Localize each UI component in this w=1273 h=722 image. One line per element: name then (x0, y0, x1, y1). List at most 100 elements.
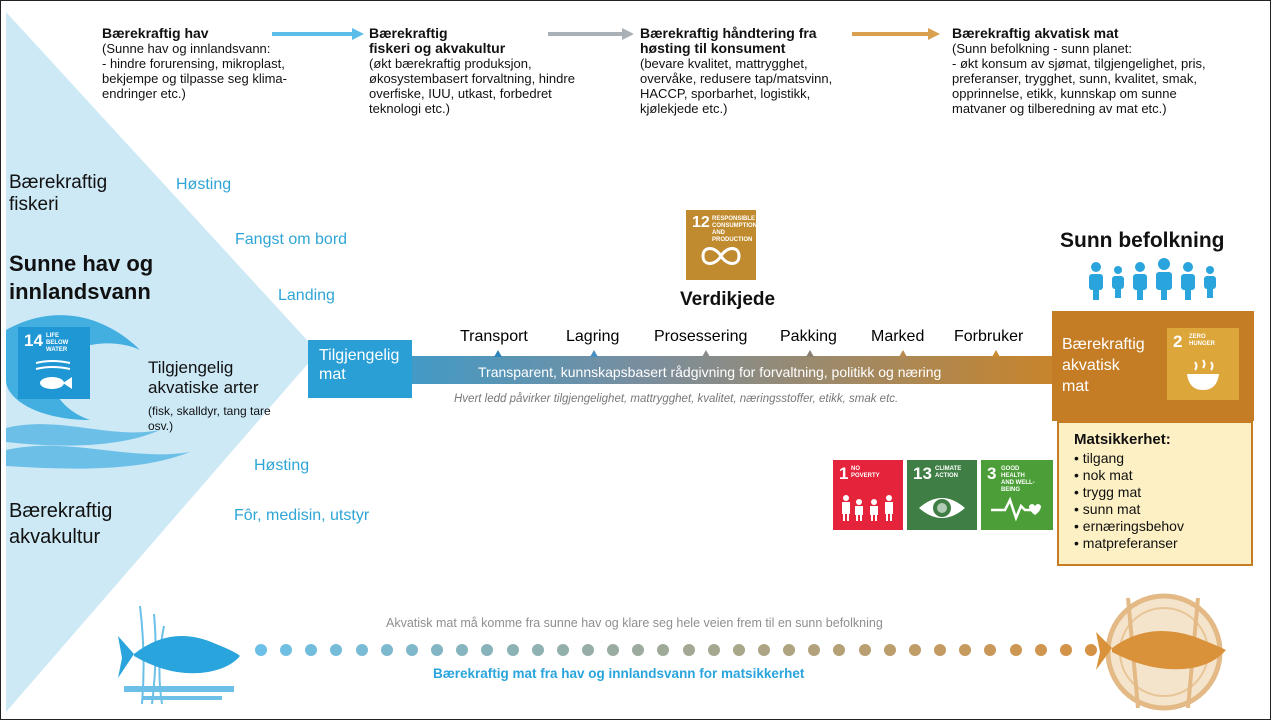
label-line: osv.) (148, 419, 174, 433)
header-block-hav: Bærekraftig hav (Sunne hav og innlandsva… (102, 25, 342, 102)
tilgjengelig-mat-label: Tilgjengelig mat (319, 346, 399, 384)
header-title: fiskeri og akvakultur (369, 40, 506, 56)
family-icon (842, 495, 893, 521)
header-line: overvåke, redusere tap/matsvinn, (640, 71, 833, 86)
label-line: Tilgjengelig (319, 347, 400, 364)
food-bowl-icon (1187, 359, 1219, 390)
matsikkerhet-title: Matsikkerhet: (1074, 431, 1171, 448)
header-line: kjølekjede etc.) (640, 101, 728, 116)
sdg-number: 14 (24, 331, 43, 350)
sdg-number: 12 (692, 214, 710, 231)
label-line: akvatisk (1062, 357, 1120, 374)
sdg-text: Responsibleconsumptionand production (712, 216, 757, 243)
label-line: Bærekraftig (1062, 336, 1145, 353)
value-chain-bar (308, 340, 1056, 398)
fish-icon (35, 360, 72, 389)
header-block-fiskeri: Bærekraftig fiskeri og akvakultur (økt b… (369, 26, 629, 117)
header-line: økosystembasert forvaltning, hindre (369, 71, 575, 86)
label-hosting-bottom: Høsting (254, 457, 310, 474)
header-line: endringer etc.) (102, 86, 186, 101)
header-line: - økt konsum av sjømat, tilgjengelighet,… (952, 56, 1206, 71)
right-fish-plate-icon (1096, 593, 1226, 711)
sdg-text: Zerohunger (1189, 334, 1216, 347)
label-line: Tilgjengelig (148, 358, 234, 377)
list-item: • nok mat (1074, 467, 1133, 483)
sdg-3-badge: 3 Good healthand well-being (981, 460, 1053, 530)
infinity-icon (701, 247, 741, 265)
label-line: mat (1062, 378, 1089, 395)
sdg-text: Nopoverty (851, 466, 880, 479)
label-fangst: Fangst om bord (235, 231, 348, 248)
sdg-14-badge: 14 Lifebelow water (18, 327, 90, 399)
sdg-2-badge: 2 Zerohunger (1167, 328, 1239, 400)
header-line: bekjempe og tilpasse seg klima- (102, 71, 287, 86)
sdg-number: 13 (913, 464, 932, 483)
verdikjede-title: Verdikjede (680, 289, 776, 310)
label-fiskeri: Bærekraftig fiskeri (9, 172, 107, 216)
people-icon (1089, 258, 1216, 300)
label-line: (fisk, skalldyr, tang tare (148, 404, 271, 418)
header-block-mat: Bærekraftig akvatisk mat (Sunn befolknin… (952, 25, 1262, 117)
header-title: Bærekraftig hav (102, 25, 209, 41)
label-line: Sunne hav og (9, 251, 154, 276)
label-line: Bærekraftig (9, 172, 108, 193)
matsikkerhet-list: • tilgang • nok mat • trygg mat • sunn m… (1074, 450, 1184, 552)
header-title: høsting til konsument (640, 40, 786, 56)
sunn-befolkning-title: Sunn befolkning (1060, 229, 1225, 252)
label-line: innlandsvann (9, 279, 151, 304)
label-line: akvakultur (9, 526, 101, 548)
bottom-blue-text: Bærekraftig mat fra hav og innlandsvann … (433, 666, 805, 681)
label-line: fiskeri (9, 194, 59, 215)
sdg-text: Good healthand well-being (1001, 466, 1035, 493)
label-line: mat (319, 366, 346, 383)
step-ticks (494, 350, 1000, 357)
left-fish-icon (118, 605, 240, 705)
label-for: Fôr, medisin, utstyr (234, 507, 370, 524)
sdg-12-badge: 12 Responsibleconsumptionand production (686, 210, 757, 280)
sdg-1-badge: 1 Nopoverty (833, 460, 903, 530)
list-item: • trygg mat (1074, 484, 1142, 500)
list-item: • sunn mat (1074, 501, 1141, 517)
label-line: Bærekraftig (9, 500, 113, 522)
header-arrows (272, 28, 940, 40)
step-forbruker: Forbruker (954, 328, 1024, 345)
header-block-handtering: Bærekraftig håndtering fra høsting til k… (640, 25, 870, 117)
step-prosessering: Prosessering (654, 328, 748, 345)
header-title: Bærekraftig akvatisk mat (952, 25, 1119, 41)
step-pakking: Pakking (780, 328, 837, 345)
sdg-number: 2 (1173, 332, 1183, 351)
sdg-13-badge: 13 Climateaction (907, 460, 977, 530)
header-line: teknologi etc.) (369, 101, 450, 116)
sdg-text: Lifebelow water (46, 333, 69, 353)
header-line: preferanser, trygghet, sunn, kvalitet, s… (952, 71, 1197, 86)
bar-text: Transparent, kunnskapsbasert rådgivning … (478, 364, 942, 380)
chain-note: Hvert ledd påvirker tilgjengelighet, mat… (454, 393, 899, 405)
header-line: HACCP, sporbarhet, logistikk, (640, 86, 811, 101)
step-marked: Marked (871, 328, 925, 345)
label-line: akvatiske arter (148, 378, 259, 397)
label-arter-note: (fisk, skalldyr, tang tare osv.) (148, 404, 271, 434)
header-line: (økt bærekraftig produksjon, (369, 56, 532, 71)
label-hosting-top: Høsting (176, 176, 232, 193)
label-landing: Landing (278, 287, 335, 304)
header-line: matvaner og tilberedning av mat etc.) (952, 101, 1167, 116)
header-line: (bevare kvalitet, mattrygghet, (640, 56, 808, 71)
label-akvakultur: Bærekraftig akvakultur (9, 498, 112, 550)
header-line: (Sunne hav og innlandsvann: (102, 41, 271, 56)
list-item: • ernæringsbehov (1074, 518, 1184, 534)
bottom-grey-text: Akvatisk mat må komme fra sunne hav og k… (386, 616, 883, 630)
header-title: Bærekraftig håndtering fra (640, 25, 817, 41)
sdg-text: Climateaction (935, 466, 962, 479)
header-line: (Sunn befolkning - sunn planet: (952, 41, 1132, 56)
header-line: overfiske, IUU, utkast, forbedret (369, 86, 552, 101)
aquatic-food-label: Bærekraftig akvatisk mat (1062, 334, 1145, 397)
label-sunne-hav: Sunne hav og innlandsvann (9, 250, 153, 306)
heartbeat-icon (991, 496, 1041, 522)
step-transport: Transport (460, 328, 528, 345)
step-lagring: Lagring (566, 328, 620, 345)
label-tilgjengelig-arter: Tilgjengelig akvatiske arter (148, 358, 259, 398)
list-item: • tilgang (1074, 450, 1125, 466)
sdg-number: 1 (839, 464, 849, 483)
eye-globe-icon (919, 498, 965, 518)
